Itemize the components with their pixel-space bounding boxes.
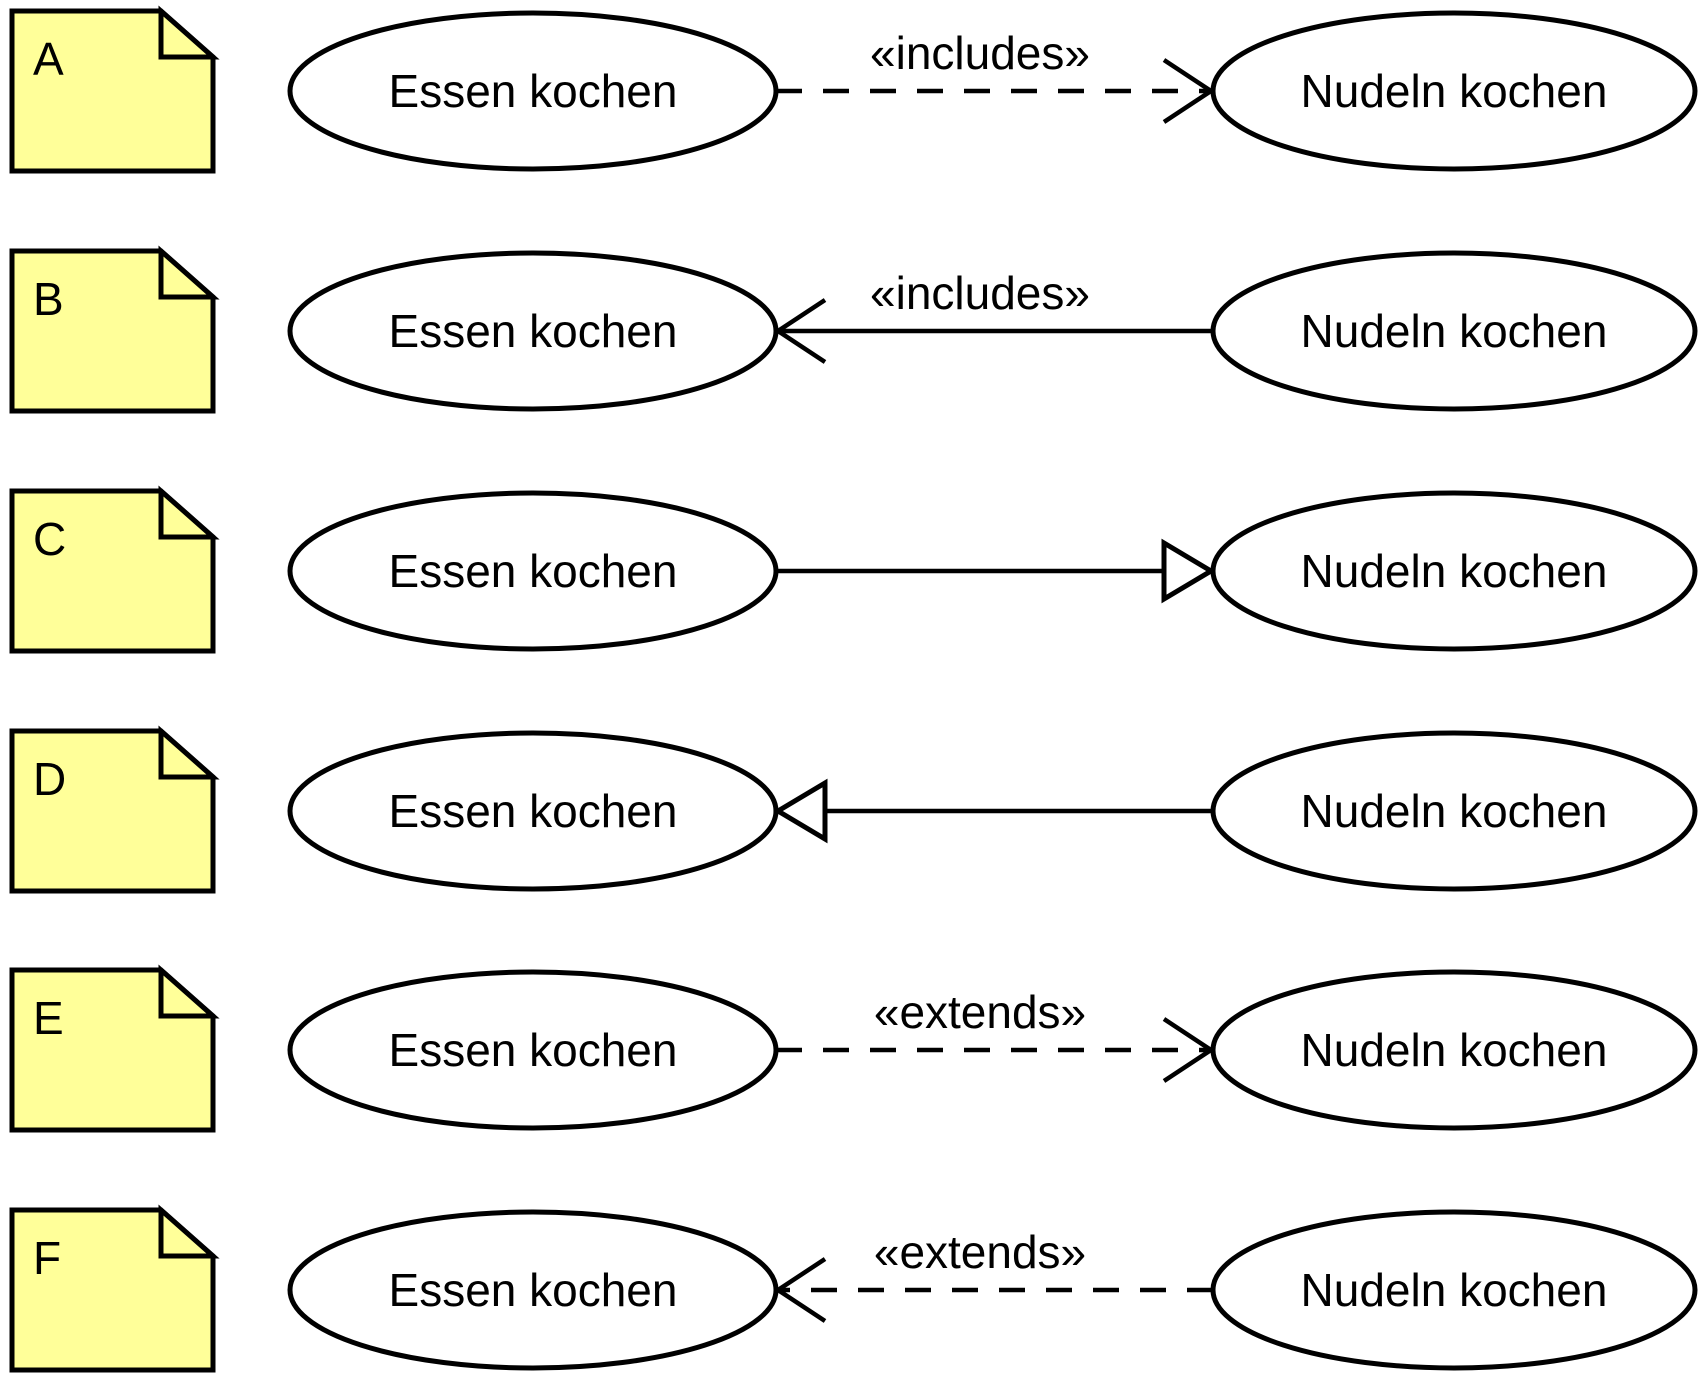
diagram-row-f: F Essen kochen «extends» Nudeln kochen xyxy=(9,1204,1698,1373)
usecase-label-right: Nudeln kochen xyxy=(1301,1024,1608,1076)
usecase-label-right: Nudeln kochen xyxy=(1301,1264,1608,1316)
note-fold-corner xyxy=(158,5,220,60)
stereotype-label: «extends» xyxy=(874,1226,1086,1278)
usecase-label-left: Essen kochen xyxy=(389,1264,678,1316)
note-letter: A xyxy=(33,33,64,85)
note-letter: F xyxy=(33,1232,61,1284)
note-icon: D xyxy=(9,725,220,894)
stereotype-label: «includes» xyxy=(870,267,1090,319)
diagram-row-c: C Essen kochen Nudeln kochen xyxy=(9,485,1698,654)
usecase-label-left: Essen kochen xyxy=(389,785,678,837)
usecase-label-left: Essen kochen xyxy=(389,305,678,357)
usecase-ellipse-right xyxy=(1210,490,1698,652)
usecase-label-right: Nudeln kochen xyxy=(1301,305,1608,357)
usecase-ellipse-right xyxy=(1210,969,1698,1131)
note-icon: A xyxy=(9,5,220,174)
generalization-triangle-arrowhead-icon xyxy=(1161,538,1216,604)
note-fold-corner xyxy=(158,485,220,540)
usecase-ellipse-right xyxy=(1210,1209,1698,1371)
note-icon: B xyxy=(9,245,220,414)
note-fold-corner xyxy=(158,725,220,780)
diagram-row-a: A Essen kochen «includes» Nudeln kochen xyxy=(9,5,1698,174)
usecase-ellipse-right xyxy=(1210,10,1698,172)
note-fold-corner xyxy=(158,964,220,1019)
connector xyxy=(773,298,1213,364)
usecase-ellipse-right xyxy=(1210,250,1698,412)
diagram-row-e: E Essen kochen «extends» Nudeln kochen xyxy=(9,964,1698,1133)
stereotype-label: «includes» xyxy=(870,27,1090,79)
diagram-row-d: D Essen kochen Nudeln kochen xyxy=(9,725,1698,894)
stereotype-label: «extends» xyxy=(874,986,1086,1038)
usecase-label-right: Nudeln kochen xyxy=(1301,785,1608,837)
note-letter: B xyxy=(33,273,64,325)
note-icon: F xyxy=(9,1204,220,1373)
open-arrowhead-icon xyxy=(773,298,827,364)
usecase-label-right: Nudeln kochen xyxy=(1301,545,1608,597)
generalization-triangle-arrowhead-icon xyxy=(773,778,828,844)
usecase-label-right: Nudeln kochen xyxy=(1301,65,1608,117)
note-fold-corner xyxy=(158,1204,220,1259)
note-fold-corner xyxy=(158,245,220,300)
usecase-label-left: Essen kochen xyxy=(389,545,678,597)
note-letter: C xyxy=(33,513,66,565)
usecase-ellipse-right xyxy=(1210,730,1698,892)
note-letter: D xyxy=(33,753,66,805)
open-arrowhead-icon xyxy=(773,1257,827,1323)
connector xyxy=(773,1257,1213,1323)
connector xyxy=(776,538,1216,604)
note-icon: C xyxy=(9,485,220,654)
note-letter: E xyxy=(33,992,64,1044)
connector xyxy=(773,778,1213,844)
note-icon: E xyxy=(9,964,220,1133)
usecase-label-left: Essen kochen xyxy=(389,1024,678,1076)
diagram-row-b: B Essen kochen «includes» Nudeln kochen xyxy=(9,245,1698,414)
usecase-label-left: Essen kochen xyxy=(389,65,678,117)
